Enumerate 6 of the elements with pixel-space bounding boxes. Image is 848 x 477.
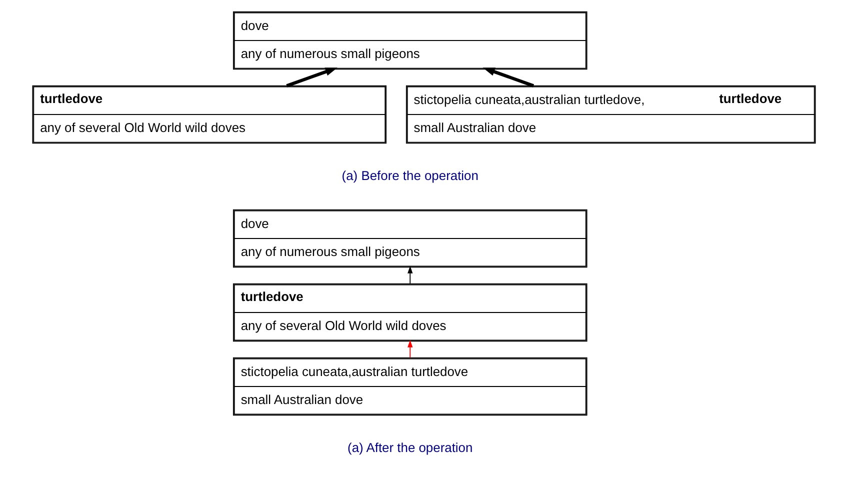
- label: (a) Before the operation: [342, 168, 478, 183]
- label: (a) After the operation: [348, 440, 473, 455]
- arrow: [482, 68, 534, 88]
- arrow: [286, 68, 338, 88]
- arrow: [408, 266, 413, 284]
- arrow: [408, 340, 413, 358]
